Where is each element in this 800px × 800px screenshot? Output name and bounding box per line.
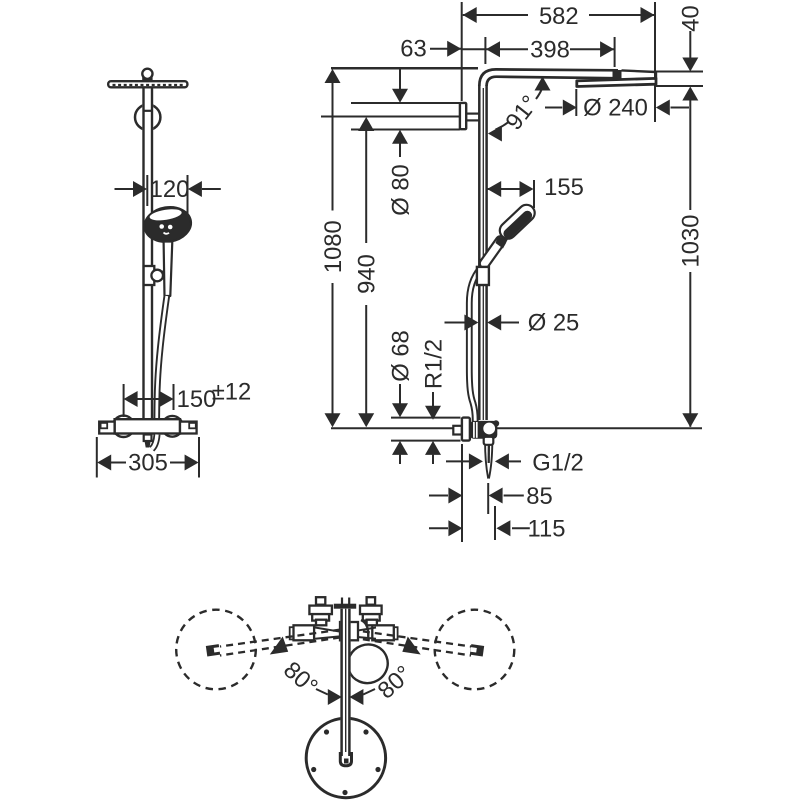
- svg-text:150: 150: [177, 386, 217, 413]
- svg-text:155: 155: [544, 174, 584, 201]
- svg-text:63: 63: [400, 36, 426, 63]
- svg-text:±12: ±12: [212, 379, 252, 406]
- svg-text:G1/2: G1/2: [532, 450, 584, 477]
- svg-text:R1/2: R1/2: [420, 339, 447, 389]
- svg-text:Ø 80: Ø 80: [387, 164, 414, 216]
- svg-text:Ø 68: Ø 68: [387, 330, 414, 382]
- svg-text:Ø 25: Ø 25: [528, 310, 580, 337]
- svg-text:1080: 1080: [320, 220, 347, 273]
- svg-text:940: 940: [354, 254, 381, 294]
- svg-text:1030: 1030: [677, 215, 704, 268]
- svg-text:40: 40: [677, 5, 704, 31]
- svg-text:85: 85: [526, 483, 552, 510]
- svg-text:Ø 240: Ø 240: [583, 95, 648, 122]
- svg-text:120: 120: [150, 176, 190, 203]
- svg-text:115: 115: [528, 516, 566, 543]
- svg-text:305: 305: [128, 450, 168, 477]
- svg-text:582: 582: [539, 3, 579, 30]
- svg-text:398: 398: [530, 37, 570, 64]
